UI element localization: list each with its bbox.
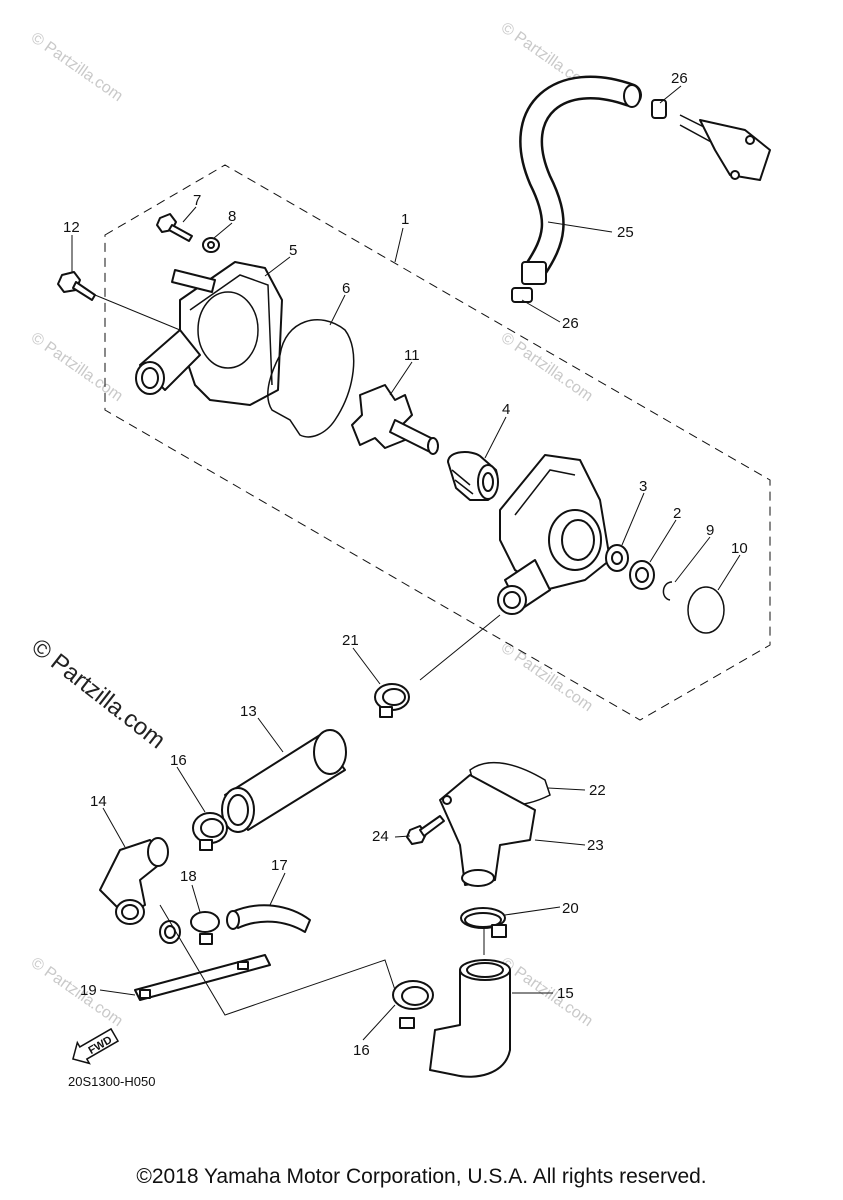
hose-17: [226, 904, 311, 933]
callout-12: 12: [63, 219, 80, 236]
callout-14: 14: [90, 793, 107, 810]
clamp-16-lower: [392, 980, 434, 1029]
fwd-label: FWD: [87, 1034, 115, 1057]
pump-housing: [497, 454, 611, 615]
watermark: © Partzilla.com: [498, 639, 596, 715]
outlet-fitting: [679, 114, 771, 181]
callout-8: 8: [228, 208, 236, 225]
bolt-7: [156, 213, 193, 242]
washer-8: [202, 237, 220, 253]
callout-19: 19: [80, 982, 97, 999]
callout-6: 6: [342, 280, 350, 297]
pump-cover-5: [135, 261, 283, 406]
hose-13: [221, 729, 347, 833]
callout-16-lower: 16: [353, 1042, 370, 1059]
leader-lines: [71, 85, 741, 1041]
clamp-26-lower: [511, 287, 533, 303]
callout-2: 2: [673, 505, 681, 522]
bearing-3: [605, 544, 629, 572]
elbow-hose-14: [99, 837, 169, 925]
o-ring-10: [687, 586, 725, 634]
callout-13: 13: [240, 703, 257, 720]
callout-11: 11: [404, 347, 420, 364]
callout-26-lower: 26: [562, 315, 579, 332]
watermark: © Partzilla.com: [28, 29, 126, 105]
callout-5: 5: [289, 242, 297, 259]
assembly-line: [159, 614, 501, 1016]
assembly-boundary: [104, 164, 771, 721]
callout-23: 23: [587, 837, 604, 854]
elbow-hose-15: [429, 959, 511, 1078]
callout-10: 10: [731, 540, 748, 557]
fwd-arrow-icon: FWD: [72, 1027, 120, 1065]
callout-4: 4: [502, 401, 510, 418]
callout-25: 25: [617, 224, 634, 241]
callout-16-upper: 16: [170, 752, 187, 769]
bolt-12: [57, 271, 96, 301]
circlip-9: [662, 581, 673, 601]
callout-26-upper: 26: [671, 70, 688, 87]
thermostat-cover-23: [439, 774, 536, 887]
drawing-code: 20S1300-H050: [68, 1074, 155, 1089]
callouts: 1 2 3 4 5 6 7 8 9 10 11 12 13 14 15 16 1…: [63, 70, 748, 1059]
watermark: © Partzilla.com: [498, 329, 596, 405]
clamp-26-upper: [651, 99, 667, 119]
clamp-16-upper: [192, 812, 228, 851]
copyright-footer: ©2018 Yamaha Motor Corporation, U.S.A. A…: [136, 1165, 707, 1188]
callout-7: 7: [193, 192, 201, 209]
watermark: © Partzilla.com: [28, 329, 126, 405]
watermark: © Partzilla.com: [28, 954, 126, 1030]
callout-18: 18: [180, 868, 197, 885]
callout-3: 3: [639, 478, 647, 495]
hose-stub: [159, 920, 181, 944]
clamp-20: [460, 907, 507, 938]
assembly-line: [94, 294, 485, 955]
seal-4: [447, 451, 499, 501]
hose-25: [519, 75, 642, 285]
callout-20: 20: [562, 900, 579, 917]
clamp-18: [190, 911, 220, 945]
callout-24: 24: [372, 828, 389, 845]
callout-17: 17: [271, 857, 288, 874]
clamp-21: [374, 683, 410, 718]
gasket-6: [267, 319, 355, 438]
watermark-large: © Partzilla.com: [26, 633, 170, 754]
callout-1: 1: [401, 211, 409, 228]
callout-15: 15: [557, 985, 574, 1002]
callout-22: 22: [589, 782, 606, 799]
bolt-24: [406, 815, 445, 845]
callout-9: 9: [706, 522, 714, 539]
watermark: © Partzilla.com: [498, 954, 596, 1030]
callout-21: 21: [342, 632, 359, 649]
impeller-11: [351, 384, 439, 455]
bearing-2: [629, 560, 655, 590]
